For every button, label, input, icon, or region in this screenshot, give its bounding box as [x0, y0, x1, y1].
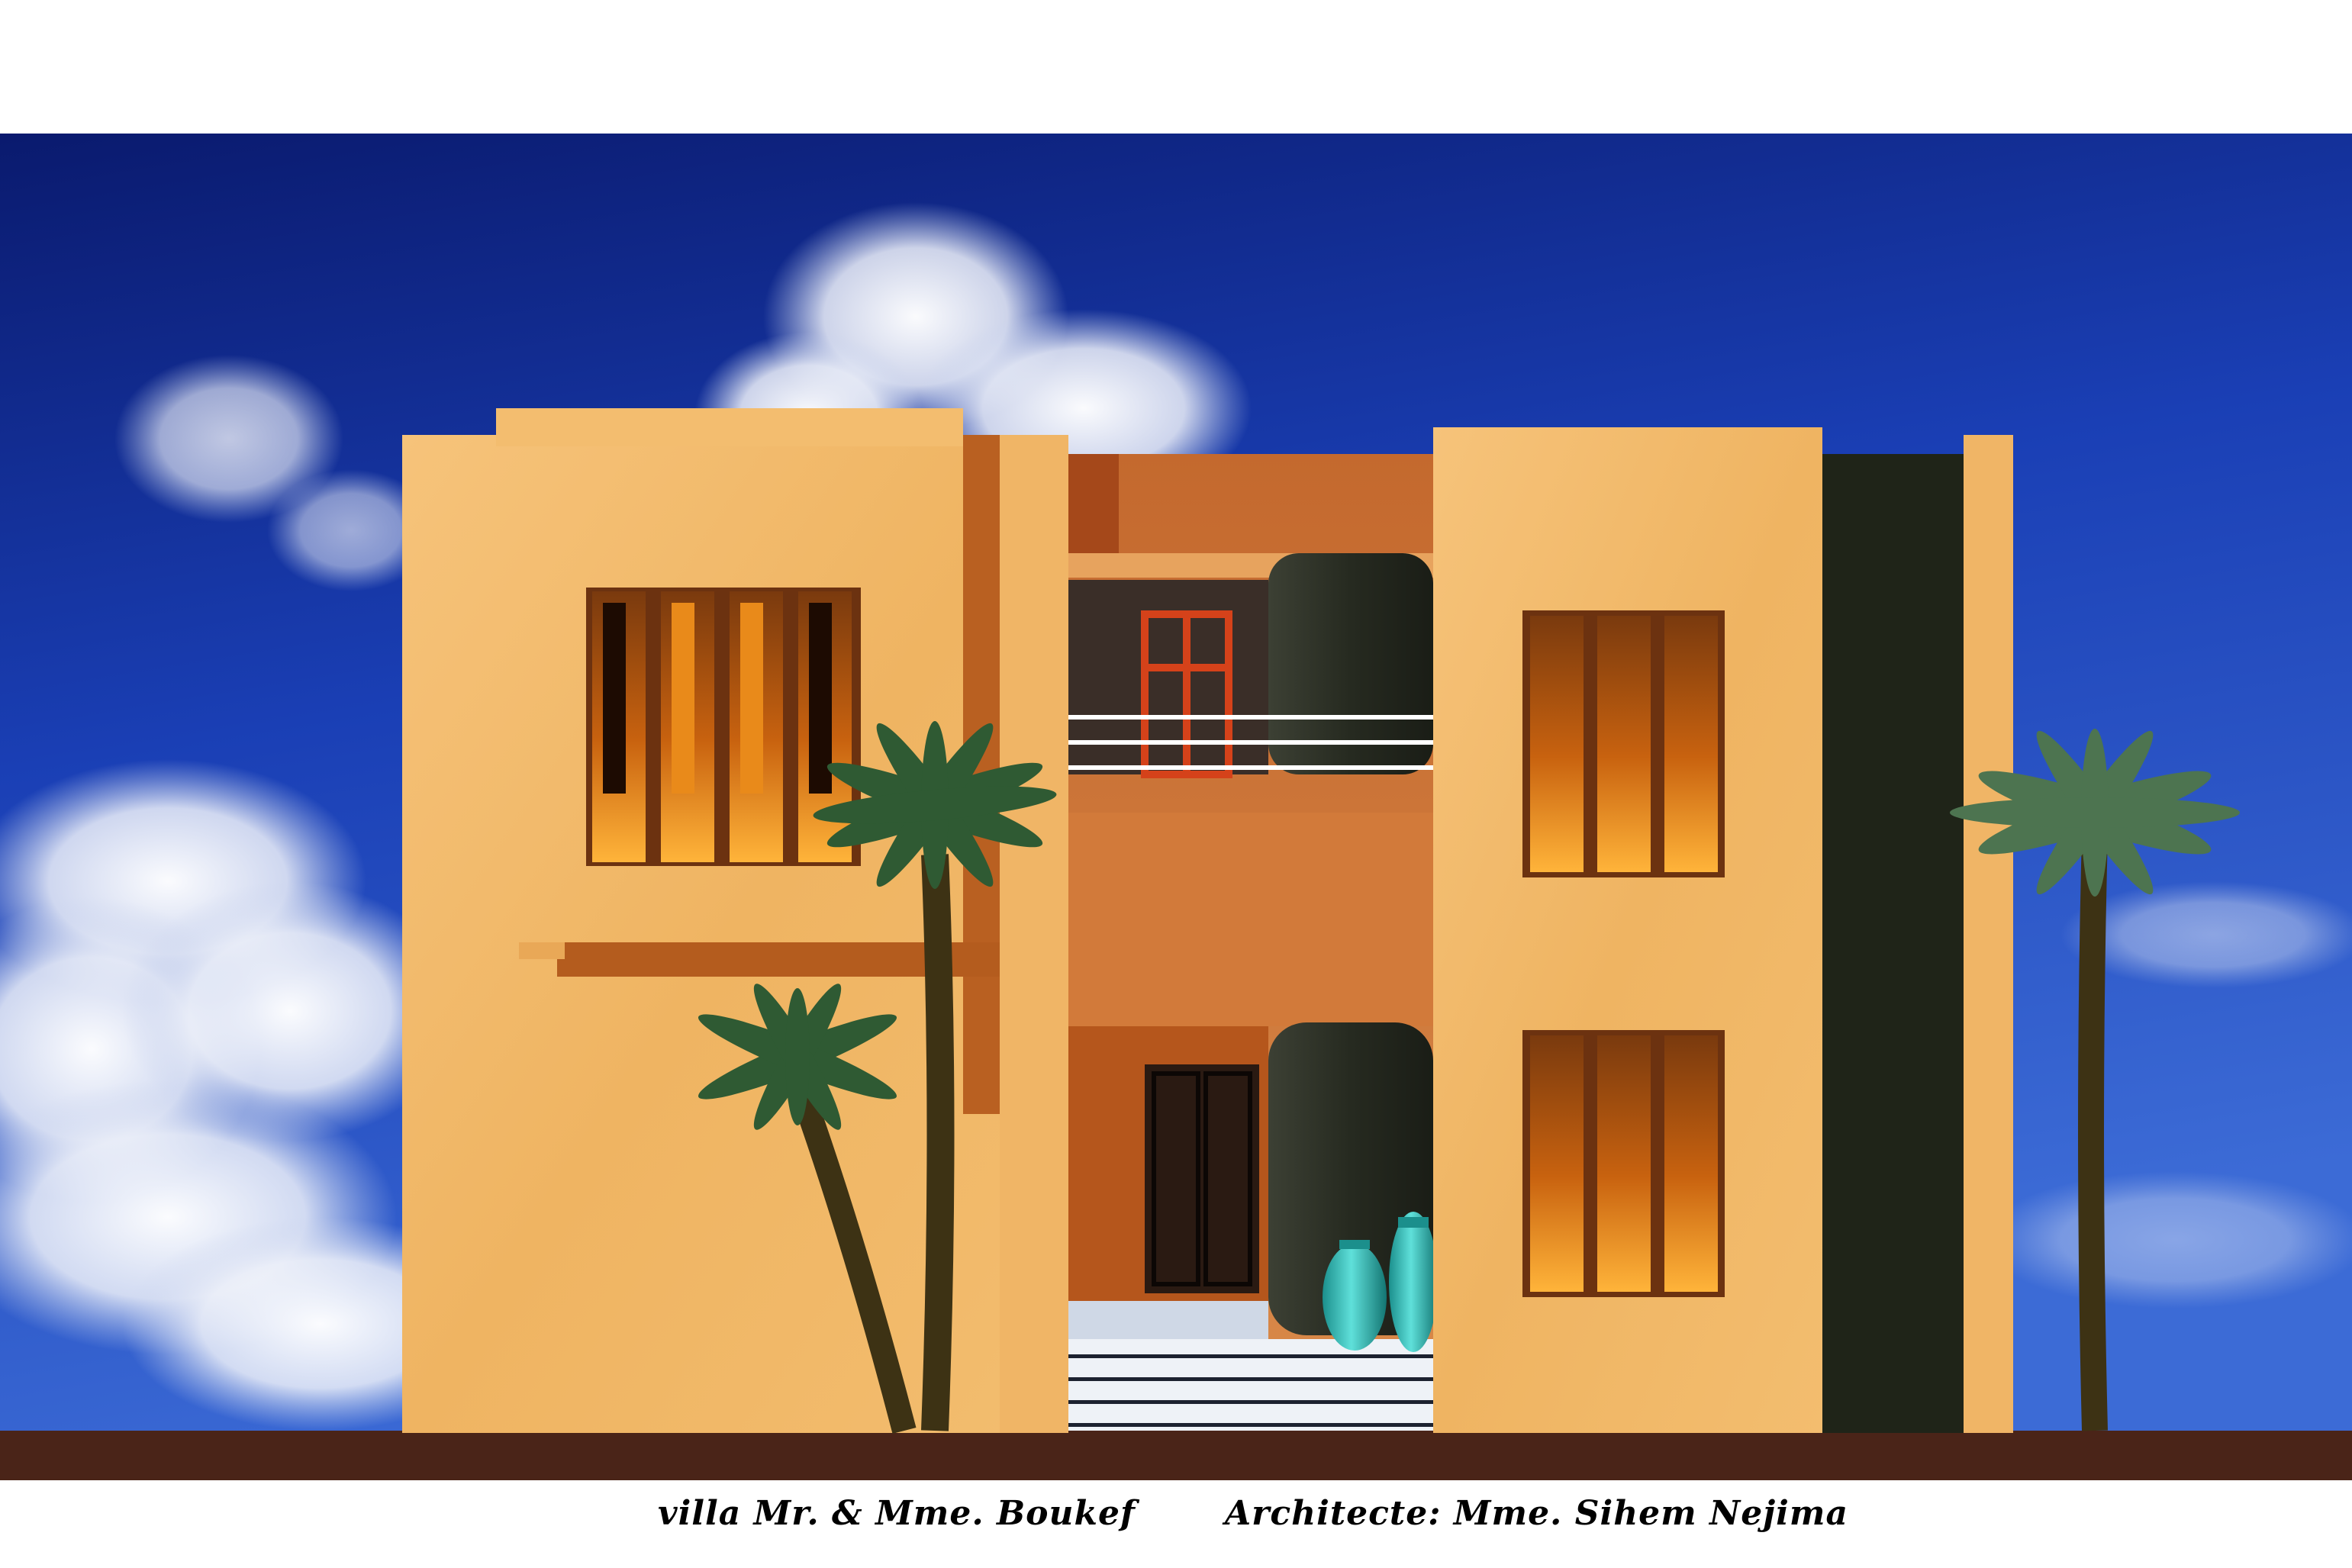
architect-caption: Architecte: Mme. Sihem Nejima [1225, 1494, 1848, 1533]
left-block [402, 408, 1068, 1433]
entry-steps [1068, 1339, 1433, 1431]
ground-strip [0, 1431, 2352, 1480]
villa-elevation-rendering [0, 134, 2352, 1480]
villa-owner-caption: villa Mr. & Mme. Boukef [658, 1494, 1136, 1533]
right-lower-window-group [1522, 1030, 1725, 1297]
palm-tree-right [1950, 729, 2240, 1431]
caption-bar: villa Mr. & Mme. Boukef Architecte: Mme.… [0, 1494, 2352, 1540]
palm-tree-tall-left [813, 721, 1057, 1431]
left-window-group [586, 588, 861, 866]
right-upper-window-group [1522, 610, 1725, 877]
center-recess [1068, 454, 1438, 1431]
right-block [1433, 427, 2013, 1433]
turquoise-pots [1323, 1212, 1438, 1352]
palm-tree-short-left [698, 984, 917, 1434]
